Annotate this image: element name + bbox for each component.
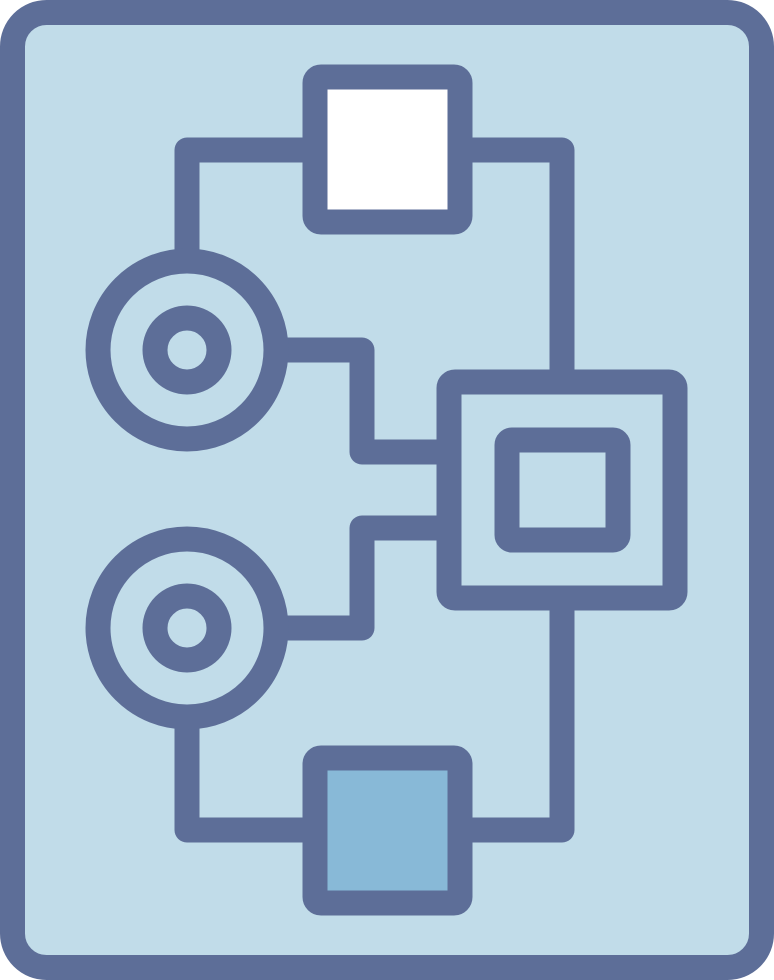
wire-top-left xyxy=(174,137,328,275)
upper-circle-component xyxy=(85,248,289,452)
wire-top-right xyxy=(447,137,575,395)
bottom-chip xyxy=(302,745,473,916)
center-chip-core xyxy=(494,427,631,553)
wire-bottom-right xyxy=(447,585,575,843)
top-chip xyxy=(302,64,473,235)
wire-bottom-left xyxy=(174,705,328,843)
lower-circle-component xyxy=(85,526,289,730)
wire-lower-circle-to-chip xyxy=(263,515,462,641)
wire-upper-circle-to-chip xyxy=(263,337,462,465)
